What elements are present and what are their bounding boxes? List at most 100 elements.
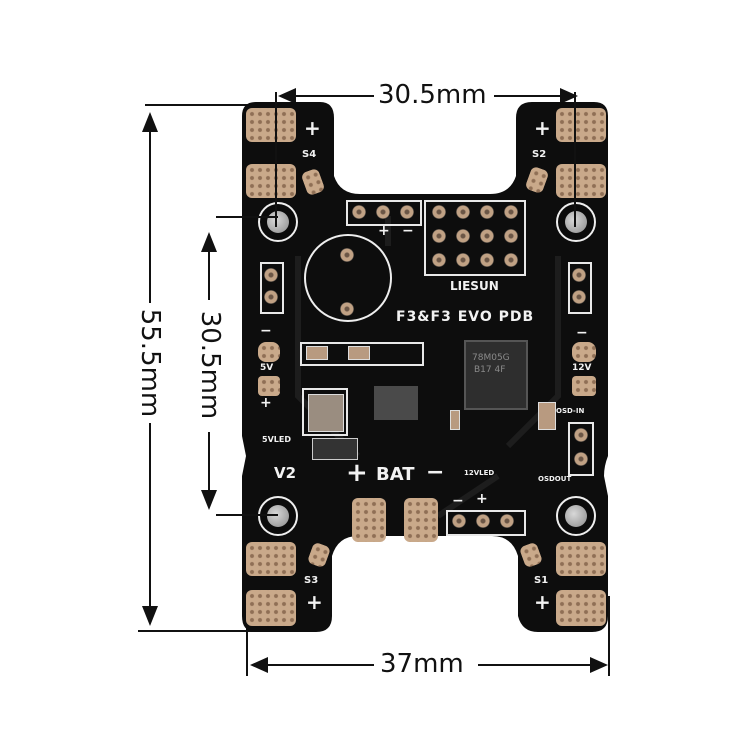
pad-5v-minus — [258, 342, 280, 362]
osd-pad — [574, 452, 588, 466]
pad-5v-plus — [258, 376, 280, 396]
osd-out-label: OSDOUT — [538, 475, 572, 483]
small-header-pin — [476, 514, 490, 528]
dim-top-ext-left — [275, 92, 277, 227]
motor-pad-s4-minus — [246, 164, 296, 198]
5v-plus-label: + — [260, 395, 272, 411]
header-pin — [376, 205, 390, 219]
right-pad-outline — [568, 262, 592, 314]
header-pin — [456, 205, 470, 219]
arrow-right-icon — [590, 657, 608, 673]
pad-12v-plus — [572, 376, 596, 396]
osd-pad — [574, 428, 588, 442]
arrow-right-icon — [560, 88, 578, 104]
bat-minus-label: − — [426, 460, 445, 485]
battery-pad-plus — [352, 498, 386, 542]
mount-hole-bottom-left — [258, 496, 298, 536]
arrow-down-icon — [201, 490, 217, 510]
header-pin — [504, 229, 518, 243]
pdb-board: + S4 + S2 + − LIESUN F3&F3 EVO PDB − 5V … — [238, 96, 610, 636]
dim-width-label: 37mm — [380, 649, 464, 679]
capacitor-footprint — [304, 234, 392, 322]
v2-label: V2 — [274, 464, 297, 482]
header-grid-outline — [424, 200, 526, 276]
model-label: F3&F3 EVO PDB — [396, 309, 535, 325]
dim-width-line-right — [478, 664, 594, 666]
header-pin — [432, 253, 446, 267]
mount-hole-top-right — [556, 202, 596, 242]
resistor — [348, 346, 370, 360]
left-pad — [264, 268, 278, 282]
inductor — [308, 394, 344, 432]
s1-plus-label: + — [534, 590, 551, 614]
resistor-smd — [450, 410, 460, 430]
diode — [312, 438, 358, 460]
dim-side-line-top — [208, 250, 210, 300]
regulator-marking-1: 78M05G — [472, 353, 510, 363]
dim-top-line-left — [282, 95, 374, 97]
header-pin — [480, 205, 494, 219]
osd-pad-outline — [568, 422, 594, 476]
s2-label: S2 — [532, 149, 547, 160]
dim-top-line-right — [494, 95, 576, 97]
dim-top-ext-right — [574, 92, 576, 227]
small-header-pin — [500, 514, 514, 528]
header-pin — [504, 253, 518, 267]
dim-height-label: 55.5mm — [135, 303, 165, 423]
header-pin — [456, 253, 470, 267]
capacitor-pin — [340, 248, 354, 262]
header-pin — [480, 229, 494, 243]
dim-height-ext-bottom — [138, 630, 256, 632]
motor-pad-s3-plus — [246, 590, 296, 626]
resistor-array-outline — [300, 342, 424, 366]
small-minus-label: − — [452, 493, 464, 509]
header-pin — [504, 205, 518, 219]
dim-height-line-bottom — [149, 420, 151, 610]
header-pin — [352, 205, 366, 219]
small-header-outline — [446, 510, 526, 536]
osd-in-label: OSD-IN — [556, 407, 585, 415]
dim-side-line-bottom — [208, 432, 210, 492]
right-pad — [572, 268, 586, 282]
inductor-outline — [302, 388, 348, 436]
bat-plus-label: + — [346, 458, 368, 488]
pad-12v-minus — [572, 342, 596, 362]
resistor — [306, 346, 328, 360]
arrow-up-icon — [201, 232, 217, 252]
right-pad — [572, 290, 586, 304]
s4-label: S4 — [302, 149, 317, 160]
dim-width-ext-right — [608, 596, 610, 676]
arrow-down-icon — [142, 606, 158, 626]
12v-label: 12V — [572, 363, 592, 373]
header-minus-label: − — [402, 223, 414, 239]
5vled-label: 5VLED — [262, 435, 291, 444]
left-pad-outline — [260, 262, 284, 314]
arrow-up-icon — [142, 112, 158, 132]
s3-plus-label: + — [306, 590, 323, 614]
dim-side-ext-bottom — [216, 514, 278, 516]
dim-width-line-left — [262, 664, 374, 666]
brand-label: LIESUN — [450, 279, 499, 293]
motor-pad-s3-minus — [246, 542, 296, 576]
bat-label: BAT — [376, 464, 415, 485]
12vled-label: 12VLED — [464, 469, 495, 477]
motor-pad-s1-minus — [556, 542, 606, 576]
dim-top-label: 30.5mm — [378, 80, 487, 110]
capacitor-pin — [340, 302, 354, 316]
5v-label: 5V — [260, 363, 274, 373]
battery-pad-minus — [404, 498, 438, 542]
header-pin — [400, 205, 414, 219]
motor-pad-s4-plus — [246, 108, 296, 142]
motor-pad-s2-plus — [556, 108, 606, 142]
header-pin — [480, 253, 494, 267]
dim-side-label: 30.5mm — [195, 305, 225, 425]
dim-height-line-top — [149, 130, 151, 310]
left-pad — [264, 290, 278, 304]
header-power-outline — [346, 200, 422, 226]
ic-regulator-5v — [374, 386, 418, 420]
capacitor-smd — [538, 402, 556, 430]
motor-pad-s2-minus — [556, 164, 606, 198]
s1-label: S1 — [534, 575, 549, 586]
dim-height-ext-top — [145, 104, 275, 106]
arrow-left-icon — [278, 88, 296, 104]
